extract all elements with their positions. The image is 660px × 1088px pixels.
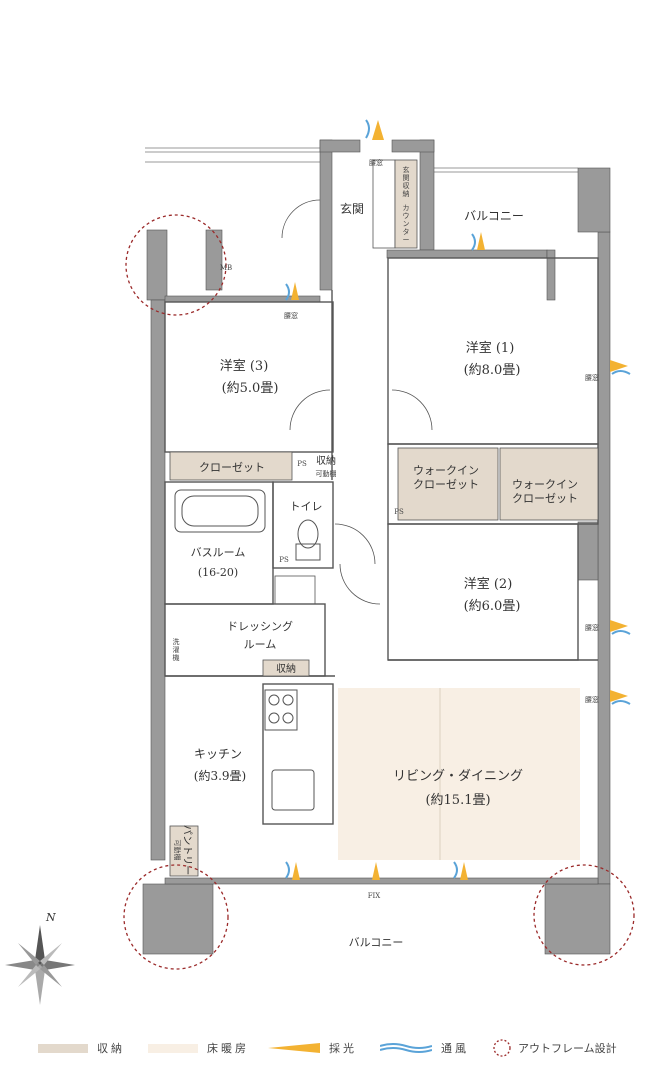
label-koshimado-entrance: 腰窓 bbox=[369, 158, 383, 167]
legend-ventilation: 通風 bbox=[380, 1040, 469, 1056]
walls bbox=[142, 139, 611, 955]
room-western3-name: 洋室 (3) bbox=[220, 358, 269, 374]
room-walkin2-line2: クローゼット bbox=[512, 492, 578, 505]
balcony-top-area bbox=[430, 167, 578, 173]
room-western2-size: (約6.0畳) bbox=[464, 599, 521, 614]
room-toilet: トイレ bbox=[290, 500, 323, 513]
label-counter-5: ー bbox=[403, 236, 410, 244]
room-labels: 洋室 (3) (約5.0畳) 洋室 (1) (約8.0畳) 洋室 (2) (約6… bbox=[173, 201, 578, 949]
room-living-size: (約15.1畳) bbox=[425, 793, 490, 808]
label-ps-toilet: PS bbox=[279, 556, 289, 564]
room-bathroom-size: (16-20) bbox=[198, 566, 238, 579]
label-koshimado-western2: 腰窓 bbox=[585, 623, 599, 632]
room-storage-hall-1: 収 bbox=[316, 455, 326, 467]
label-genkan-storage-2: 関 bbox=[403, 174, 410, 182]
storage-areas bbox=[169, 159, 599, 877]
room-bathroom-name: バスルーム bbox=[191, 546, 246, 559]
toilet-fixture bbox=[295, 519, 321, 561]
room-kitchen-size: (約3.9畳) bbox=[194, 768, 246, 783]
label-genkan-storage-4: 納 bbox=[403, 189, 410, 198]
room-walkin2-line1: ウォークイン bbox=[512, 478, 578, 491]
legend-ventilation-label: 通風 bbox=[441, 1042, 469, 1055]
outframe-markers bbox=[123, 214, 635, 970]
ventilation-arrows bbox=[285, 119, 631, 879]
room-dressing-line1: ドレッシング bbox=[227, 619, 293, 633]
label-fix: FIX bbox=[368, 892, 381, 900]
room-pantry-sub: 可動棚 bbox=[173, 840, 182, 861]
outframe-icon bbox=[493, 1039, 511, 1057]
room-balcony-bottom: バルコニー bbox=[349, 936, 404, 949]
label-ps-walkin: PS bbox=[394, 508, 404, 516]
room-western2-name: 洋室 (2) bbox=[464, 576, 513, 592]
washer-area bbox=[274, 575, 316, 605]
small-labels: 腰窓 腰窓 腰窓 腰窓 腰窓 MB PS PS PS FIX 玄 関 収 納 カ… bbox=[173, 158, 600, 900]
floor-plan: 洋室 (3) (約5.0畳) 洋室 (1) (約8.0畳) 洋室 (2) (約6… bbox=[5, 119, 635, 1005]
legend-storage: 収納 bbox=[38, 1040, 125, 1056]
room-western1-name: 洋室 (1) bbox=[466, 340, 515, 356]
lighting-arrows bbox=[291, 120, 628, 880]
room-closet: クローゼット bbox=[199, 461, 265, 474]
room-storage-dressing: 収納 bbox=[276, 662, 296, 675]
label-laundry-3: 機 bbox=[173, 653, 180, 662]
label-mb: MB bbox=[220, 264, 232, 272]
bathtub bbox=[174, 489, 266, 533]
interior-walls bbox=[164, 257, 599, 825]
legend-floor-heating-swatch bbox=[148, 1043, 198, 1053]
label-genkan-storage-1: 玄 bbox=[403, 165, 410, 174]
room-storage-hall-2: 納 bbox=[326, 454, 336, 467]
label-counter-2: ウ bbox=[403, 212, 410, 220]
legend-outframe-label: アウトフレーム設計 bbox=[518, 1042, 617, 1055]
room-walkin1-line1: ウォークイン bbox=[413, 464, 479, 477]
label-laundry-1: 洗 bbox=[173, 637, 180, 646]
label-koshimado-western1: 腰窓 bbox=[585, 373, 599, 382]
legend-storage-swatch bbox=[38, 1043, 88, 1053]
lighting-icon bbox=[268, 1043, 320, 1053]
room-pantry: パントリー bbox=[181, 825, 193, 876]
room-kitchen-name: キッチン bbox=[194, 747, 242, 761]
label-laundry-2: 濯 bbox=[173, 645, 180, 654]
legend-floor-heating: 床暖房 bbox=[148, 1040, 249, 1056]
label-counter-3: ン bbox=[403, 220, 410, 228]
label-ps-closet: PS bbox=[297, 460, 307, 468]
label-counter-4: タ bbox=[403, 227, 410, 236]
ventilation-icon bbox=[380, 1043, 432, 1053]
top-balcony-railing bbox=[145, 147, 320, 163]
room-dressing-line2: ルーム bbox=[244, 638, 277, 651]
room-balcony-top: バルコニー bbox=[464, 209, 524, 223]
floor-heating-area bbox=[338, 688, 580, 860]
room-walkin1-line2: クローゼット bbox=[413, 478, 479, 491]
compass-rose-icon: N bbox=[5, 911, 75, 1005]
legend-lighting: 採光 bbox=[268, 1040, 357, 1056]
room-storage-hall-sub: 可動棚 bbox=[316, 469, 337, 478]
room-entrance: 玄関 bbox=[340, 201, 364, 216]
room-western1-size: (約8.0畳) bbox=[464, 363, 521, 378]
room-living-name: リビング・ダイニング bbox=[393, 769, 523, 784]
legend: 収納 床暖房 採光 通風 アウトフレーム設計 bbox=[0, 1034, 660, 1064]
legend-floor-heating-label: 床暖房 bbox=[207, 1042, 249, 1055]
label-koshimado-living: 腰窓 bbox=[585, 695, 599, 704]
room-western3-size: (約5.0畳) bbox=[222, 381, 279, 396]
label-counter-1: カ bbox=[403, 204, 410, 212]
legend-outframe: アウトフレーム設計 bbox=[492, 1039, 617, 1057]
kitchen-fixtures bbox=[264, 689, 315, 811]
label-genkan-storage-3: 収 bbox=[403, 182, 410, 190]
legend-lighting-label: 採光 bbox=[329, 1042, 357, 1055]
legend-storage-label: 収納 bbox=[97, 1042, 125, 1055]
compass-label: N bbox=[45, 911, 56, 924]
label-koshimado-western3: 腰窓 bbox=[284, 311, 298, 320]
door-swings bbox=[281, 199, 433, 605]
